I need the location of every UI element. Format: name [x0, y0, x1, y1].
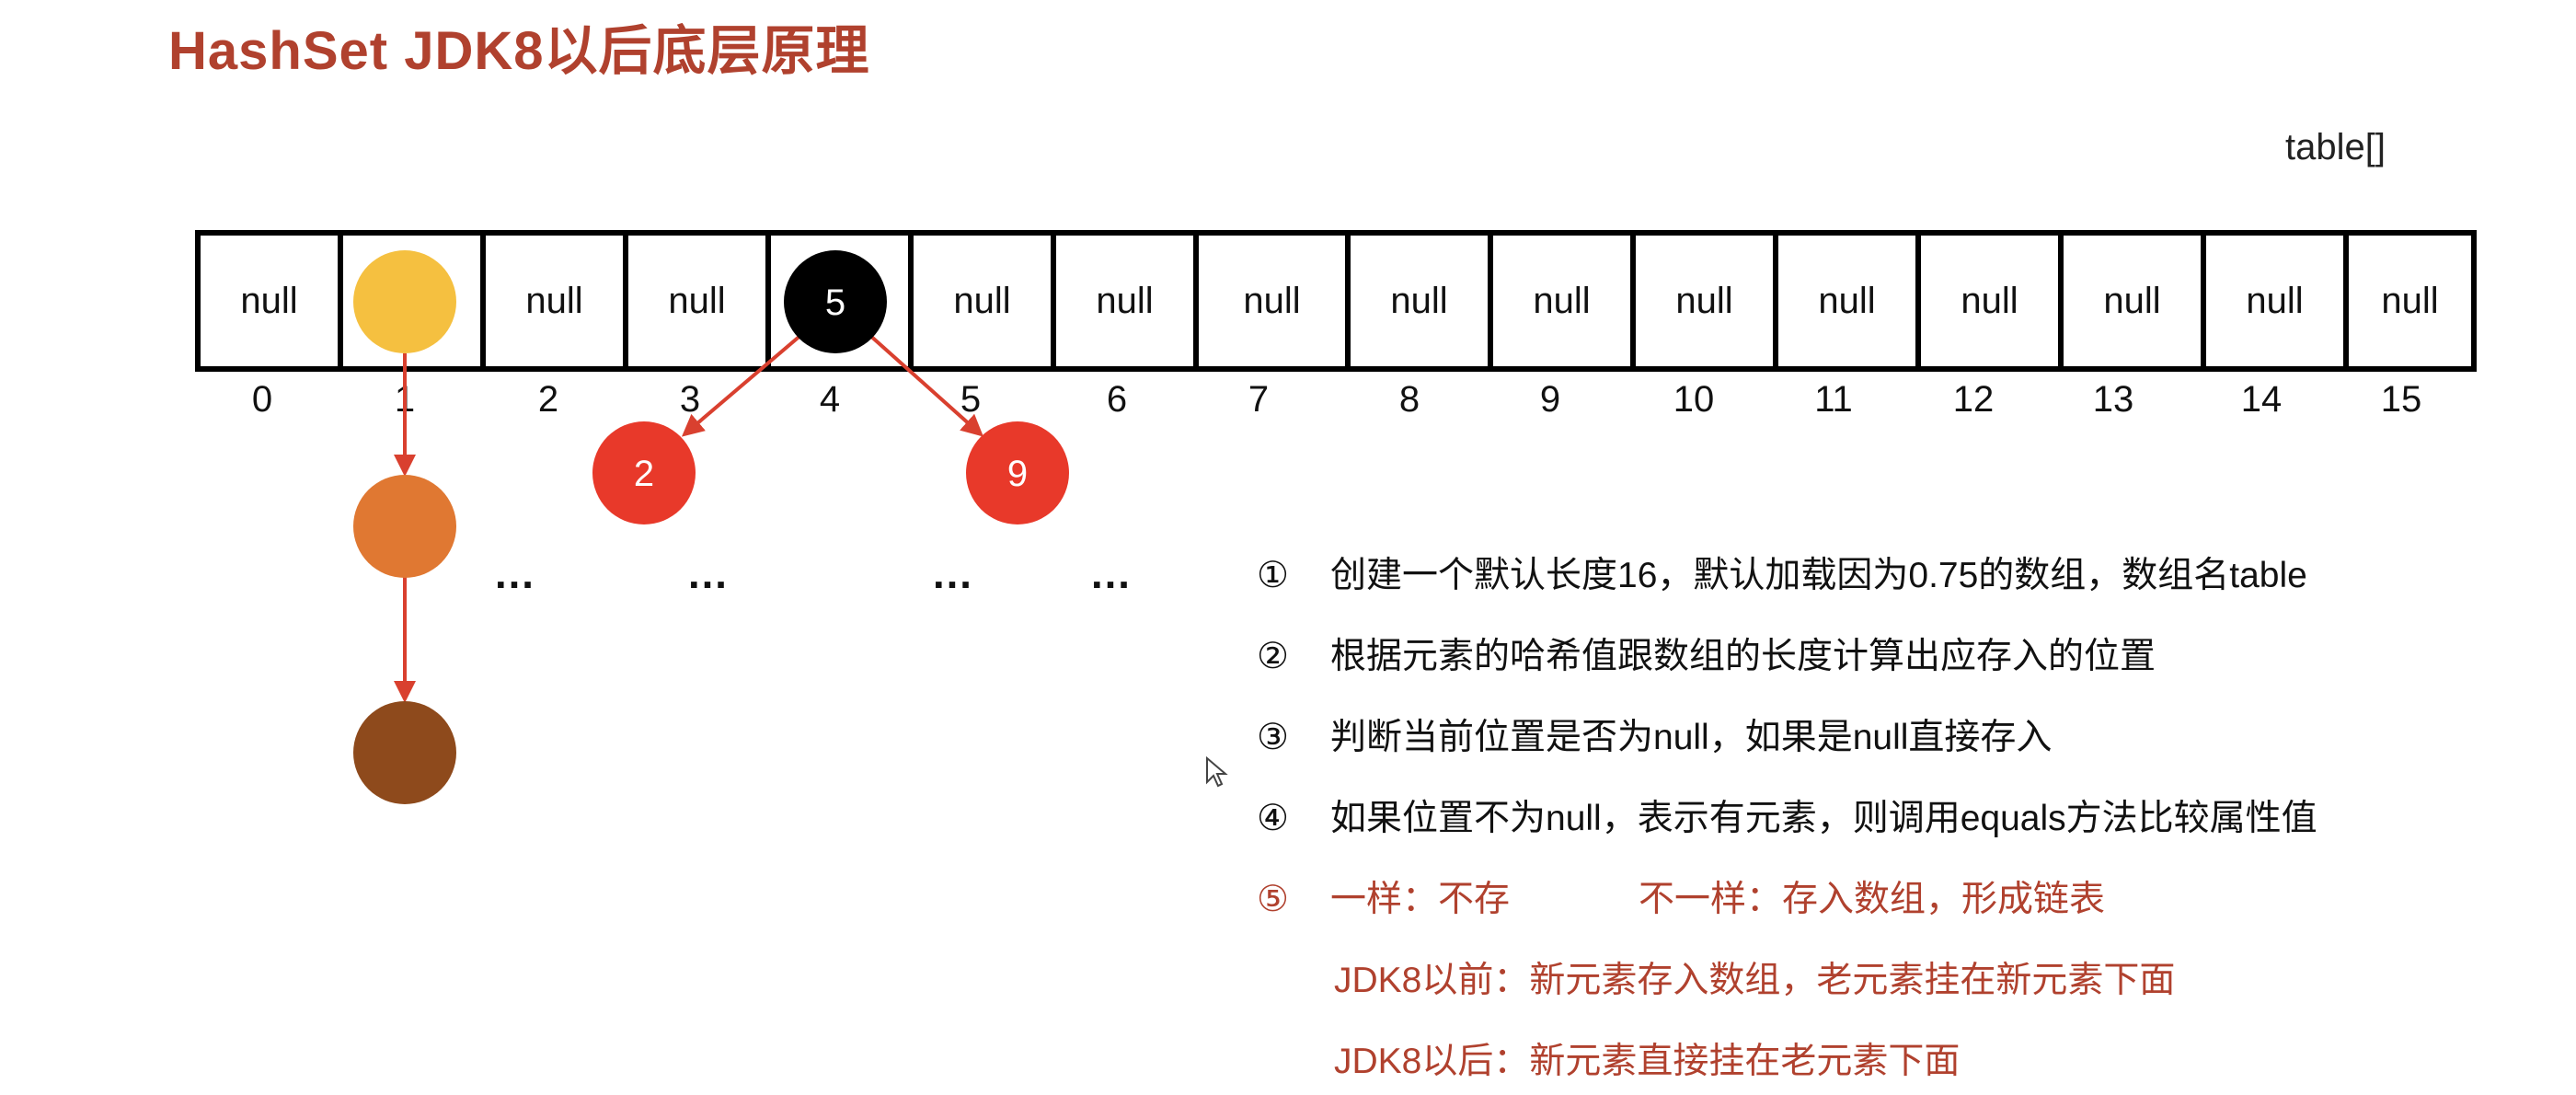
orange-node	[353, 475, 456, 578]
table-cell-12: null	[1921, 236, 2064, 366]
step-5-same: 一样：不存	[1330, 880, 1511, 919]
step-5-different: 不一样：存入数组，形成链表	[1639, 880, 2106, 919]
table-cell-1	[343, 236, 486, 366]
table-cell-14: null	[2206, 236, 2349, 366]
note-before-jdk8: JDK8以前：新元素存入数组，老元素挂在新元素下面	[1334, 961, 2176, 1000]
page-title: HashSet JDK8以后底层原理	[168, 21, 870, 81]
step-2: ② 根据元素的哈希值跟数组的长度计算出应存入的位置	[1257, 628, 2156, 679]
table-cell-6: null	[1056, 236, 1199, 366]
note-after-jdk8: JDK8以后：新元素直接挂在老元素下面	[1334, 1042, 1961, 1081]
ellipsis-4: …	[1089, 549, 1133, 597]
ellipsis-3: …	[931, 549, 975, 597]
left-node-value: 2	[634, 454, 654, 494]
red-left-node	[592, 421, 696, 524]
ellipsis-2: …	[686, 549, 730, 597]
step-2-text: 根据元素的哈希值跟数组的长度计算出应存入的位置	[1330, 637, 2156, 676]
index-label-7: 7	[1248, 379, 1270, 420]
index-label-14: 14	[2240, 379, 2283, 420]
index-label-15: 15	[2380, 379, 2422, 420]
index-label-4: 4	[819, 379, 841, 420]
table-cell-4	[771, 236, 914, 366]
hash-table-array: null null null null null null null null …	[195, 230, 2477, 372]
tree-arrow-left	[681, 332, 804, 437]
table-cell-8: null	[1351, 236, 1493, 366]
ellipsis-1: …	[493, 549, 537, 597]
table-cell-2: null	[486, 236, 628, 366]
mouse-cursor-icon	[1206, 756, 1228, 788]
step-1: ① 创建一个默认长度16，默认加载因为0.75的数组，数组名table	[1257, 547, 2307, 598]
index-label-10: 10	[1673, 379, 1715, 420]
index-label-12: 12	[1952, 379, 1995, 420]
step-1-text: 创建一个默认长度16，默认加载因为0.75的数组，数组名table	[1330, 556, 2307, 595]
index-label-0: 0	[251, 379, 273, 420]
index-label-8: 8	[1398, 379, 1420, 420]
red-right-node	[966, 421, 1069, 524]
table-cell-0: null	[201, 236, 343, 366]
step-3-number: ③	[1257, 718, 1289, 757]
index-label-5: 5	[960, 379, 982, 420]
step-4-number: ④	[1257, 799, 1289, 838]
index-label-6: 6	[1106, 379, 1128, 420]
tree-arrow-right	[867, 332, 983, 437]
step-4: ④ 如果位置不为null，表示有元素，则调用equals方法比较属性值	[1257, 790, 2317, 841]
table-cell-11: null	[1778, 236, 1921, 366]
table-cell-5: null	[914, 236, 1056, 366]
black-root-node	[784, 250, 887, 353]
table-cell-7: null	[1199, 236, 1351, 366]
brown-node	[353, 701, 456, 804]
index-label-13: 13	[2092, 379, 2134, 420]
index-label-11: 11	[1814, 379, 1853, 420]
step-1-number: ①	[1257, 556, 1289, 595]
index-label-9: 9	[1539, 379, 1561, 420]
step-5-number: ⑤	[1257, 880, 1289, 919]
root-node-value: 5	[825, 282, 845, 323]
table-cell-15: null	[2381, 280, 2439, 321]
table-cell-3: null	[628, 236, 771, 366]
index-label-2: 2	[537, 379, 559, 420]
step-4-text: 如果位置不为null，表示有元素，则调用equals方法比较属性值	[1330, 799, 2317, 838]
index-label-3: 3	[679, 379, 701, 420]
table-label: table[]	[2285, 127, 2386, 167]
step-5: ⑤ 一样：不存 不一样：存入数组，形成链表	[1257, 870, 2105, 922]
step-2-number: ②	[1257, 637, 1289, 676]
step-3-text: 判断当前位置是否为null，如果是null直接存入	[1330, 718, 2053, 757]
yellow-node	[353, 250, 456, 353]
right-node-value: 9	[1007, 454, 1028, 494]
table-cell-10: null	[1636, 236, 1778, 366]
table-cell-9: null	[1493, 236, 1636, 366]
table-cell-13: null	[2064, 236, 2206, 366]
step-3: ③ 判断当前位置是否为null，如果是null直接存入	[1257, 709, 2052, 760]
